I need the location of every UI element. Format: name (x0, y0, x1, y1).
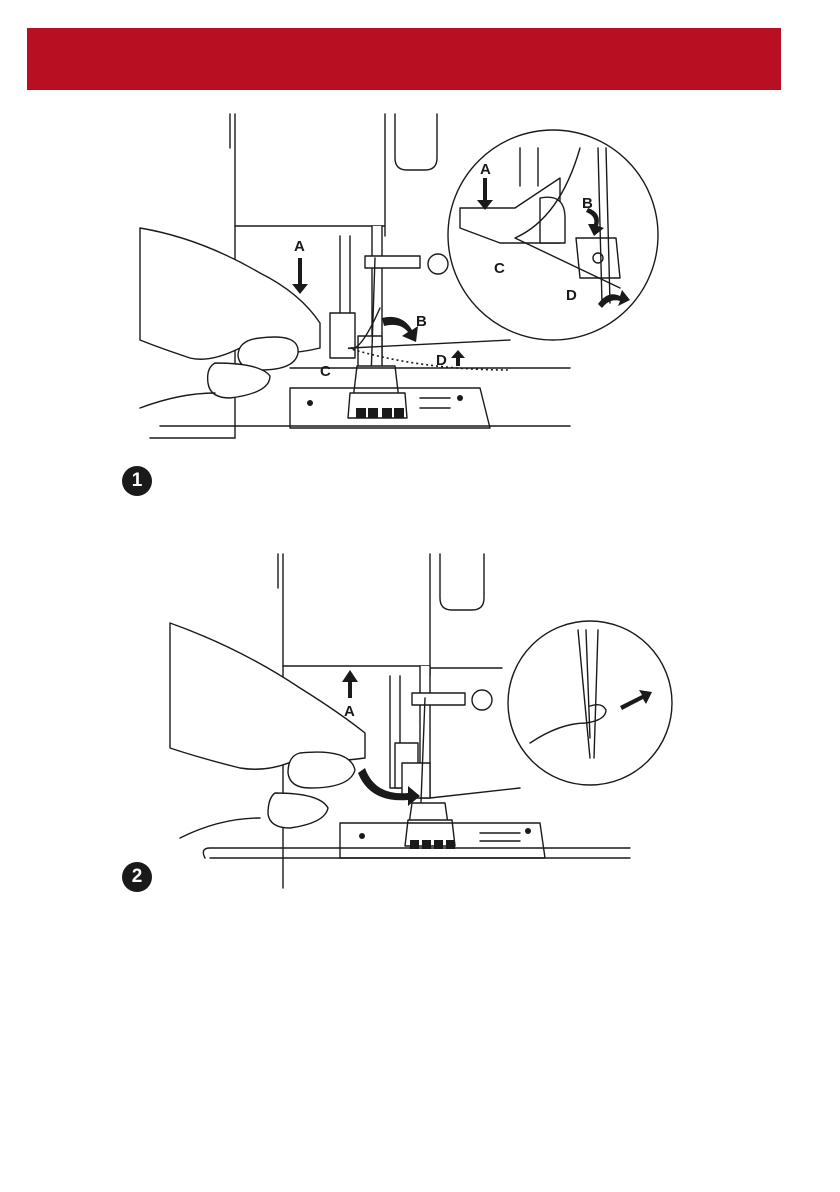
label-a: A (294, 238, 305, 255)
step-badge-1: 1 (122, 466, 152, 496)
curved-arrow-icon (382, 317, 418, 342)
thumb-screw-icon (428, 254, 448, 274)
figure-1-illustration: A B C D A B C D (120, 108, 700, 458)
inset-label-d: D (566, 287, 577, 304)
label-d: D (436, 352, 447, 369)
label-a: A (344, 703, 355, 720)
step-badge-2: 2 (122, 862, 152, 892)
figure-threading-step-1: A B C D A B C D (120, 108, 700, 458)
label-c: C (320, 363, 331, 380)
figure-threading-step-2: A (150, 548, 690, 893)
inset-label-b: B (582, 195, 593, 212)
figure-2-illustration: A (150, 548, 690, 893)
arrow-up-icon (451, 350, 465, 366)
inset-label-a: A (480, 161, 491, 178)
zoom-inset (508, 621, 672, 785)
thumb-screw-icon (472, 690, 492, 710)
inset-label-c: C (494, 260, 505, 277)
label-b: B (416, 313, 427, 330)
zoom-inset: A B C D (448, 130, 658, 340)
header-bar (27, 28, 781, 90)
arrow-up-icon (342, 670, 358, 698)
arrow-down-icon (292, 258, 308, 294)
